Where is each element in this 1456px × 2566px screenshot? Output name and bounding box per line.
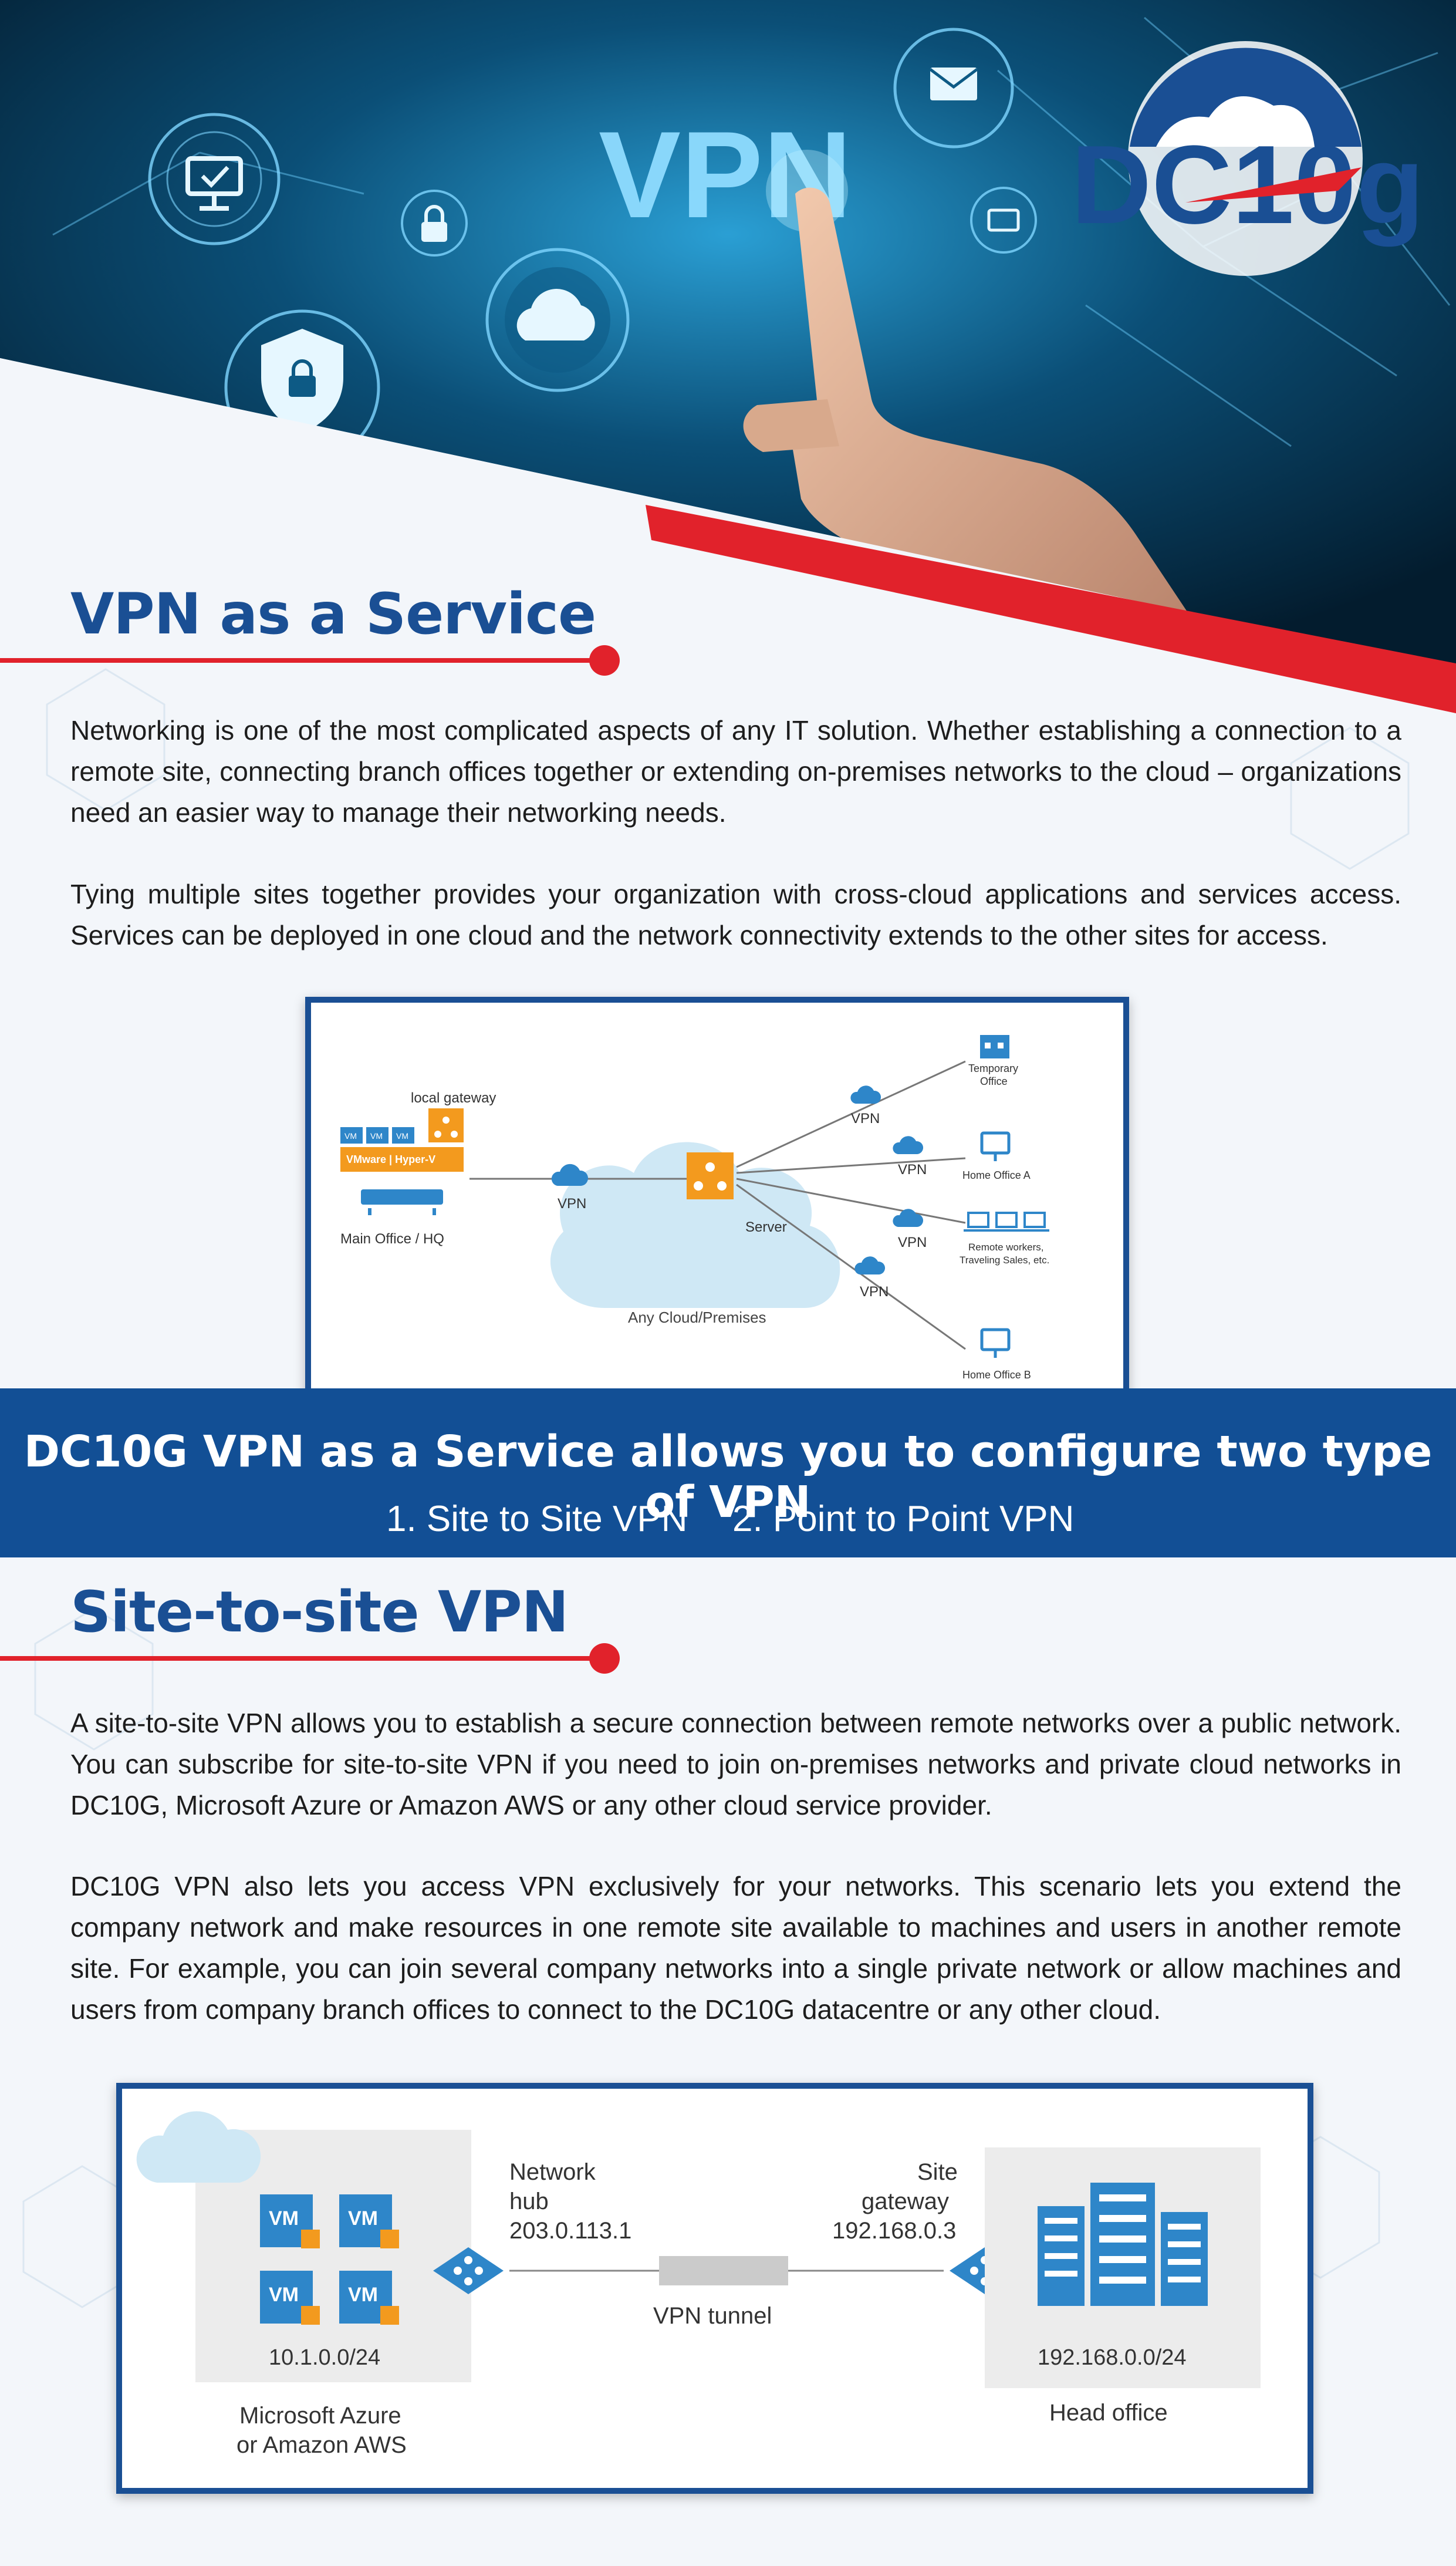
- padlock-icon: [401, 190, 468, 257]
- gateway-label-2: gateway: [862, 2189, 949, 2214]
- intro-paragraph-1: Networking is one of the most complicate…: [70, 715, 1401, 828]
- spoke-vpn-icons: [850, 1085, 924, 1274]
- hub-ip: 203.0.113.1: [509, 2218, 631, 2244]
- site-to-site-paragraph-2: DC10G VPN also lets you access VPN exclu…: [70, 1871, 1401, 2025]
- temporary-office-icon: [980, 1035, 1009, 1058]
- vpn-label-hq: VPN: [558, 1196, 586, 1212]
- spoke-lines: [736, 1060, 966, 1350]
- vpn-label-1: VPN: [851, 1111, 880, 1127]
- dc10g-logo: DC10g: [1071, 41, 1424, 276]
- temporary-office-label-2: Office: [980, 1075, 1008, 1087]
- vm-icons: VM VM VM: [340, 1127, 414, 1144]
- id-card-icon: [970, 187, 1037, 254]
- cloud-label: Any Cloud/Premises: [628, 1309, 766, 1326]
- vpn-label-3: VPN: [898, 1235, 927, 1250]
- local-gateway-label: local gateway: [411, 1090, 496, 1106]
- svg-text:VM: VM: [348, 2207, 378, 2230]
- vpn-type-point-to-point: 2. Point to Point VPN: [732, 1499, 1075, 1539]
- vpn-label-4: VPN: [860, 1284, 889, 1300]
- server-router-icon: [687, 1152, 734, 1199]
- title-underline: [0, 658, 604, 663]
- server-hardware-icon: [361, 1189, 443, 1215]
- pointing-hand-image: [743, 150, 1206, 640]
- section-title-site-to-site: Site-to-site VPN: [70, 1579, 569, 1645]
- svg-text:VM: VM: [396, 1131, 408, 1141]
- temporary-office-label-1: Temporary: [968, 1063, 1018, 1074]
- vpn-types-banner: [0, 1388, 1456, 1557]
- home-office-b-icon: [980, 1328, 1011, 1358]
- vpn-cloud-icon: [551, 1164, 589, 1186]
- laptops-icon: [964, 1212, 1049, 1232]
- title-underline: [0, 1656, 604, 1661]
- home-office-a-label: Home Office A: [962, 1169, 1031, 1181]
- intro-paragraph-2: Tying multiple sites together provides y…: [70, 879, 1401, 950]
- hub-label-1: Network: [509, 2159, 596, 2185]
- hypervisor-bar: [340, 1147, 464, 1172]
- section-title-vpn-service: VPN as a Service: [70, 581, 596, 647]
- vpn-label-2: VPN: [898, 1162, 927, 1178]
- monitor-check-icon: [148, 113, 281, 245]
- tunnel-label: VPN tunnel: [653, 2303, 772, 2329]
- logo-text: DC10g: [1071, 123, 1424, 247]
- main-office-label: Main Office / HQ: [340, 1231, 444, 1247]
- cloud-icon: [136, 2111, 261, 2183]
- left-caption-2: or Amazon AWS: [237, 2432, 407, 2458]
- svg-text:VM: VM: [269, 2284, 299, 2306]
- vpn-types-title: DC10G VPN as a Service allows you to con…: [23, 1427, 1433, 1528]
- home-office-b-label: Home Office B: [962, 1369, 1031, 1381]
- right-subnet-label: 192.168.0.0/24: [1038, 2345, 1187, 2370]
- title-underline-dot: [589, 1643, 620, 1674]
- remote-workers-label-1: Remote workers,: [968, 1242, 1043, 1253]
- vpn-topology-diagram: Any Cloud/Premises local gateway VM VM V…: [305, 997, 1129, 1408]
- svg-text:VM: VM: [269, 2207, 299, 2230]
- title-underline-dot: [589, 645, 620, 676]
- vm-grid: VM VM VM VM: [260, 2194, 399, 2325]
- remote-workers-label-2: Traveling Sales, etc.: [960, 1255, 1049, 1266]
- server-rack-icon: [1038, 2183, 1208, 2306]
- svg-text:VM: VM: [348, 2284, 378, 2306]
- hero-banner: VPN: [0, 0, 1456, 713]
- cloud-lock-icon: [485, 248, 630, 392]
- mail-lock-icon: [893, 28, 1014, 149]
- left-caption-1: Microsoft Azure: [239, 2403, 401, 2429]
- hub-label-2: hub: [509, 2189, 549, 2214]
- cloud-shape: [550, 1142, 840, 1308]
- svg-text:VM: VM: [370, 1131, 383, 1141]
- local-gateway-icon: [428, 1108, 464, 1142]
- network-hub-icon: [433, 2247, 504, 2294]
- server-label: Server: [745, 1219, 787, 1235]
- hypervisor-label: VMware | Hyper-V: [346, 1154, 435, 1165]
- gateway-label-1: Site: [917, 2159, 958, 2185]
- site-to-site-diagram: VM VM VM VM 10.1.0.0/24 Microsoft Azure …: [116, 2083, 1313, 2494]
- vpn-type-site-to-site: 1. Site to Site VPN: [386, 1499, 688, 1539]
- vpn-tunnel: [659, 2256, 788, 2285]
- svg-text:VM: VM: [344, 1131, 357, 1141]
- left-subnet-label: 10.1.0.0/24: [269, 2345, 380, 2370]
- right-caption: Head office: [1049, 2400, 1168, 2426]
- gateway-ip: 192.168.0.3: [832, 2218, 956, 2244]
- site-to-site-paragraph-1: A site-to-site VPN allows you to establi…: [70, 1708, 1401, 1820]
- home-office-a-icon: [980, 1131, 1011, 1161]
